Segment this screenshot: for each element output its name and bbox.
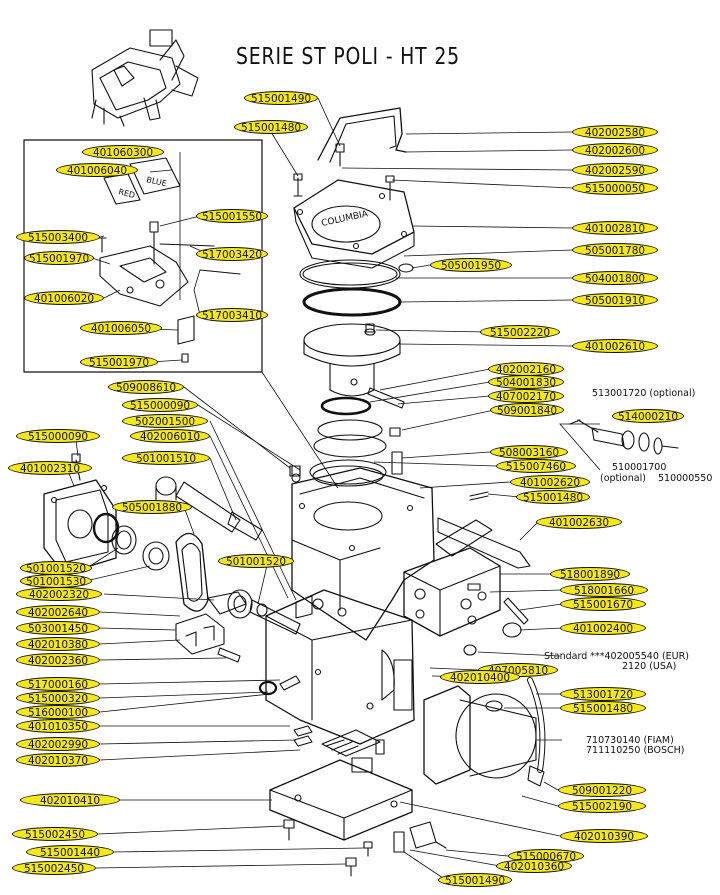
part-label: 402002590	[572, 163, 658, 177]
part-label: 402010400	[440, 670, 520, 684]
part-label: 401002310	[8, 461, 92, 475]
fitting-optional-label: 513001720 (optional)	[592, 388, 696, 399]
part-label: 401002810	[572, 221, 658, 235]
part-label: 517003420	[196, 247, 268, 261]
standard-text: Standard	[544, 651, 588, 662]
part-label: 402002990	[16, 737, 100, 751]
part-label: 402002580	[572, 125, 658, 139]
part-label: 515000320	[16, 691, 100, 705]
part-label: 515007460	[496, 459, 576, 473]
part-label: 407002170	[488, 389, 564, 403]
part-label: 401010350	[16, 719, 100, 733]
usa-label: 2120 (USA)	[622, 661, 676, 672]
part-label: 515001970	[24, 251, 94, 265]
part-label: 401006050	[80, 321, 162, 335]
part-label: 401002620	[510, 475, 590, 489]
part-label: 402002320	[16, 587, 102, 601]
part-label: 505001910	[572, 293, 658, 307]
bosch-label: 711110250 (BOSCH)	[586, 745, 685, 756]
usa-region: (USA)	[649, 661, 677, 672]
part-label: 505001880	[112, 500, 192, 514]
part-label: 515000090	[16, 429, 100, 443]
part-label: 515003400	[16, 230, 100, 244]
part-label: 402002360	[16, 653, 100, 667]
columbia-label: COLUMBIA	[321, 209, 370, 229]
inset-red-label: RED	[118, 187, 136, 200]
part-label: 402002640	[16, 605, 100, 619]
part-label: 517003410	[196, 308, 268, 322]
part-label: 509001220	[558, 783, 646, 797]
part-label: 515000050	[572, 181, 658, 195]
part-label: 401002400	[560, 621, 646, 635]
part-label: 503001450	[16, 621, 100, 635]
standard-stars: ***	[590, 651, 605, 662]
part-label: 515000090	[122, 398, 198, 412]
part-label: 401060300	[82, 145, 164, 159]
part-label: 515001490	[438, 873, 512, 887]
fitting-part-a: 514000210	[612, 409, 684, 423]
part-label: 515001480	[560, 701, 646, 715]
part-label: 402010390	[560, 829, 648, 843]
part-label: 402010360	[496, 859, 572, 873]
usa-code: 2120	[622, 661, 647, 672]
part-label: 509001840	[490, 403, 564, 417]
part-label: 401002630	[536, 515, 622, 529]
part-label: 515002220	[480, 325, 560, 339]
part-label: 515002190	[558, 799, 646, 813]
fiam-code: 710730140	[586, 735, 641, 746]
part-label: 504001830	[488, 375, 564, 389]
inset-blue-label: BLUE	[146, 175, 168, 188]
part-label: 517000160	[16, 677, 100, 691]
part-label: 515001970	[80, 355, 158, 369]
part-label: 501001530	[20, 574, 92, 588]
part-label: 505001780	[572, 243, 658, 257]
part-label: 501001510	[122, 451, 210, 465]
fitting-part-c: 510000550	[658, 473, 713, 484]
tool-thumbnail	[91, 29, 199, 127]
part-label: 509008610	[108, 380, 184, 394]
standard-region: (EUR)	[661, 651, 689, 662]
fiam-label: 710730140 (FIAM)	[586, 735, 674, 746]
part-label: 501001520	[20, 561, 92, 575]
part-label: 501001520	[218, 554, 294, 568]
part-label: 513001720	[560, 687, 646, 701]
fitting-part-b-note: (optional)	[600, 473, 646, 484]
part-label: 401006020	[24, 291, 104, 305]
part-label: 508003160	[490, 445, 568, 459]
part-label: 401006040	[56, 163, 138, 177]
part-label: 518001890	[550, 567, 630, 581]
part-label: 402002600	[572, 143, 658, 157]
fiam-region: (FIAM)	[643, 735, 674, 746]
part-label: 402010410	[20, 793, 120, 807]
standard-code: 402005540	[604, 651, 659, 662]
diagram-title: SERIE ST POLI - HT 25	[236, 44, 460, 70]
part-label: 505001950	[430, 258, 512, 272]
part-label: 515001440	[26, 845, 114, 859]
part-label: 402010370	[16, 753, 100, 767]
standard-label: Standard ***402005540 (EUR)	[544, 651, 689, 662]
bosch-region: (BOSCH)	[643, 745, 685, 756]
part-label: 515001670	[560, 597, 646, 611]
part-label: 515001480	[234, 120, 308, 134]
fitting-part-b: 510001700	[612, 462, 667, 473]
part-label: 515001480	[516, 490, 590, 504]
part-label: 516000100	[16, 705, 100, 719]
part-label: 402010380	[16, 637, 100, 651]
part-label: 515001490	[244, 91, 318, 105]
part-label: 504001800	[572, 271, 658, 285]
part-label: 502001500	[122, 414, 208, 428]
bosch-code: 711110250	[586, 745, 641, 756]
part-label: 515002450	[12, 861, 96, 875]
part-label: 518001660	[560, 583, 648, 597]
part-label: 402006010	[130, 429, 210, 443]
part-label: 515001550	[196, 209, 268, 223]
part-label: 401002610	[572, 339, 658, 353]
part-label: 402002160	[488, 362, 564, 376]
part-label: 515002450	[12, 827, 98, 841]
